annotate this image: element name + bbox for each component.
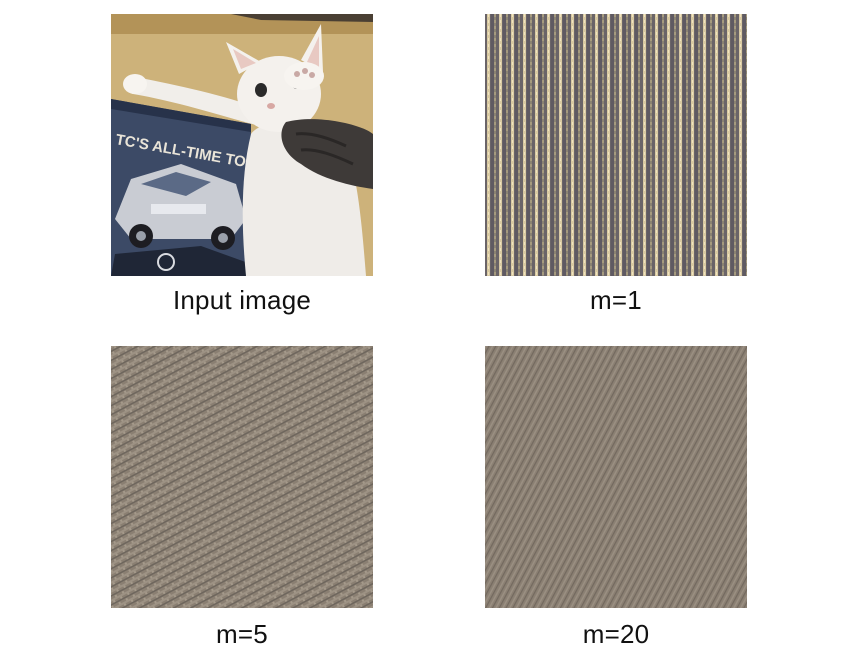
input-image: TC'S ALL-TIME TOP TEAM xyxy=(111,14,373,276)
vertical-stripe-texture xyxy=(485,14,747,276)
texture-m20 xyxy=(485,346,747,608)
caption-m5: m=5 xyxy=(216,619,268,649)
caption-m1: m=1 xyxy=(590,285,642,315)
texture-m1 xyxy=(485,14,747,276)
caption-input-image: Input image xyxy=(172,285,312,315)
texture-m5 xyxy=(111,346,373,608)
race-car-illustration xyxy=(111,164,251,276)
cat xyxy=(123,24,373,276)
diagonal-twill-texture xyxy=(485,346,747,608)
diagonal-weave-texture xyxy=(111,346,373,608)
caption-m20: m=20 xyxy=(582,619,650,649)
cat-photo: TC'S ALL-TIME TOP TEAM xyxy=(111,14,373,276)
